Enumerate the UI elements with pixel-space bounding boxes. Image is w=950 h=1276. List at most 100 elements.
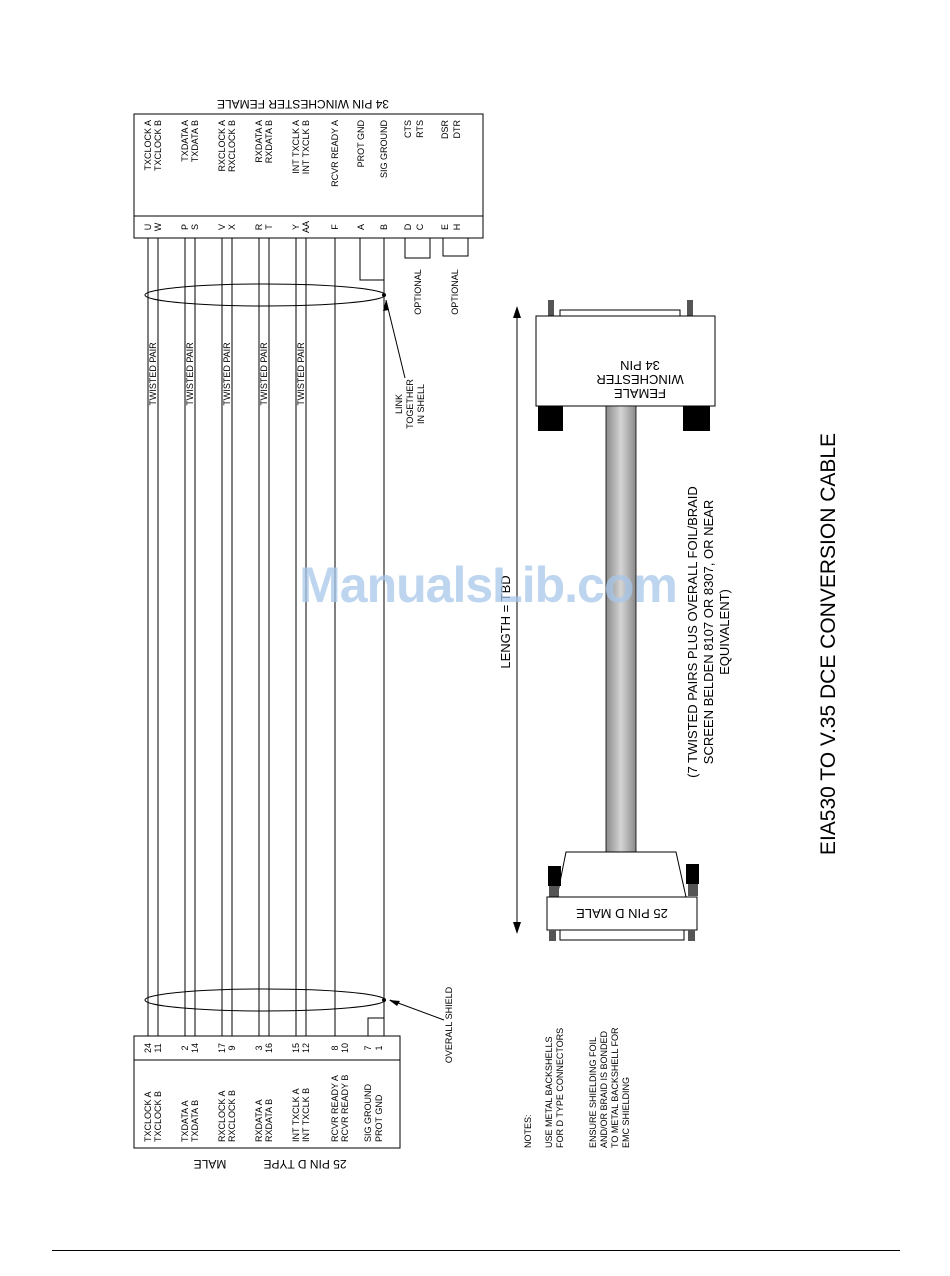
winchester-signal-label: INT TXCLK B xyxy=(301,120,311,174)
optional-label-2: OPTIONAL xyxy=(450,269,460,315)
dtype-signal-label: TXCLOCK B xyxy=(153,1091,163,1142)
svg-text:LINK: LINK xyxy=(394,394,404,414)
svg-text:EMC SHIELDING: EMC SHIELDING xyxy=(621,1077,631,1148)
winchester-title: 34 PIN WINCHESTER FEMALE xyxy=(217,97,389,111)
dtype-signal-label: RXCLOCK A xyxy=(217,1090,227,1142)
dtype-signal-label: INT TXCLK A xyxy=(291,1088,301,1142)
winchester-signal-label: CTS xyxy=(403,120,413,138)
svg-text:AND/OR BRAID IS BONDED: AND/OR BRAID IS BONDED xyxy=(599,1030,609,1148)
dtype-pin-label: 24 xyxy=(143,1043,153,1053)
winchester-signal-label: TXDATA B xyxy=(190,120,200,162)
svg-text:34 PIN: 34 PIN xyxy=(620,358,660,373)
wires xyxy=(147,238,385,1036)
dtype-signal-label: TXDATA A xyxy=(180,1100,190,1142)
dtype-title-male: MALE xyxy=(194,1157,227,1171)
shield-ellipse-bottom xyxy=(144,988,386,1012)
winchester-pin-label: E xyxy=(440,224,450,230)
winchester-signal-label: RXDATA A xyxy=(254,120,264,163)
dtype-pin-label: 1 xyxy=(374,1045,384,1050)
screw-icon xyxy=(548,866,561,886)
dtype-pin-label: 17 xyxy=(217,1043,227,1053)
winchester-pin-label: Y xyxy=(291,224,301,230)
link-together-note: LINK TOGETHER IN SHELL xyxy=(394,379,426,429)
svg-text:NOTES:: NOTES: xyxy=(523,1114,533,1148)
screw-icon xyxy=(686,864,699,884)
dtype-pin-label: 9 xyxy=(227,1045,237,1050)
winchester-signal-label: TXCLOCK B xyxy=(153,120,163,171)
dtype-pin-label: 14 xyxy=(190,1043,200,1053)
svg-text:SCREEN BELDEN 8107 OR 8307, OR: SCREEN BELDEN 8107 OR 8307, OR NEAR xyxy=(701,500,716,764)
winchester-pin-label: F xyxy=(330,224,340,230)
svg-text:IN SHELL: IN SHELL xyxy=(416,384,426,424)
winchester-signal-label: DSR xyxy=(440,120,450,140)
dtype-pin-box xyxy=(133,1035,401,1149)
twisted-pair-label: TWISTED PAIR xyxy=(259,342,269,406)
twisted-pair-label: TWISTED PAIR xyxy=(296,342,306,406)
footer-rule xyxy=(52,1250,900,1251)
dtype-pin-label: 16 xyxy=(264,1043,274,1053)
notes: NOTES: USE METAL BACKSHELLS FOR D TYPE C… xyxy=(523,1027,631,1148)
page-title: EIA530 TO V.35 DCE CONVERSION CABLE xyxy=(817,433,840,855)
dtype-pin-label: 11 xyxy=(153,1043,163,1052)
svg-text:FEMALE: FEMALE xyxy=(614,386,666,401)
svg-text:ENSURE SHIELDING FOIL: ENSURE SHIELDING FOIL xyxy=(588,1037,598,1148)
cable-spec: (7 TWISTED PAIRS PLUS OVERALL FOIL/BRAID… xyxy=(685,486,732,778)
screw-icon xyxy=(538,406,563,431)
winchester-pin-label: U xyxy=(143,224,153,231)
dtype-pin-label: 3 xyxy=(254,1045,264,1050)
dtype-signal-label: TXCLOCK A xyxy=(143,1091,153,1142)
svg-text:(7 TWISTED PAIRS PLUS OVERALL: (7 TWISTED PAIRS PLUS OVERALL FOIL/BRAID xyxy=(685,486,700,778)
winchester-signal-label: SIG GROUND xyxy=(379,120,389,179)
dtype-pin-label: 2 xyxy=(180,1045,190,1050)
twisted-pair-label: TWISTED PAIR xyxy=(185,342,195,406)
winchester-signal-label: RTS xyxy=(415,120,425,138)
dtype-signal-label: RXDATA A xyxy=(254,1099,264,1142)
winchester-pin-label: B xyxy=(379,224,389,230)
winchester-signal-label: TXDATA A xyxy=(180,120,190,162)
winchester-pin-label: H xyxy=(452,224,462,231)
svg-text:USE METAL BACKSHELLS: USE METAL BACKSHELLS xyxy=(544,1036,554,1148)
dtype-title: 25 PIN D TYPE xyxy=(263,1157,346,1171)
winchester-pin-label: T xyxy=(264,224,274,230)
optional-label-1: OPTIONAL xyxy=(413,269,423,315)
shield-ellipse-top xyxy=(144,283,386,307)
twisted-pair-label: TWISTED PAIR xyxy=(148,342,158,406)
winchester-pin-box xyxy=(133,113,484,239)
svg-text:TO METAL BACKSHELL FOR: TO METAL BACKSHELL FOR xyxy=(610,1027,620,1148)
dtype-signal-label: SIG GROUND xyxy=(363,1083,373,1142)
svg-text:EQUIVALENT): EQUIVALENT) xyxy=(717,589,732,675)
winchester-signal-label: PROT GND xyxy=(356,120,366,168)
dtype-pin-label: 15 xyxy=(291,1043,301,1053)
dtype-pin-label: 8 xyxy=(330,1045,340,1050)
dtype-signal-label: TXDATA B xyxy=(190,1100,200,1142)
winchester-pin-label: R xyxy=(254,223,264,230)
winchester-pin-label: D xyxy=(403,223,413,230)
watermark: ManualsLib.com xyxy=(299,557,678,613)
winchester-connector: 34 PIN WINCHESTER FEMALE xyxy=(535,300,716,431)
overall-shield-label: OVERALL SHIELD xyxy=(444,986,454,1063)
winchester-signal-label: RXCLOCK B xyxy=(227,120,237,172)
winchester-pin-label: AA xyxy=(301,221,311,233)
twisted-pair-label: TWISTED PAIR xyxy=(222,342,232,406)
dtype-pin-label: 10 xyxy=(340,1043,350,1053)
winchester-pin-label: V xyxy=(217,224,227,230)
winchester-signal-label: TXCLOCK A xyxy=(143,120,153,171)
cable-body xyxy=(605,405,637,853)
winchester-signal-label: RXCLOCK A xyxy=(217,120,227,172)
winchester-signal-label: RXDATA B xyxy=(264,120,274,163)
dtype-pin-label: 7 xyxy=(363,1045,373,1050)
svg-text:TOGETHER: TOGETHER xyxy=(405,379,415,429)
winchester-pin-label: A xyxy=(356,224,366,230)
winchester-pin-label: P xyxy=(180,224,190,230)
svg-text:FOR D TYPE CONNECTORS: FOR D TYPE CONNECTORS xyxy=(555,1028,565,1148)
dtype-signal-label: RXDATA B xyxy=(264,1099,274,1142)
screw-icon xyxy=(683,406,710,431)
winchester-pin-label: C xyxy=(415,223,425,230)
winchester-signal-label: RCVR READY A xyxy=(330,120,340,187)
winchester-signal-label: DTR xyxy=(452,120,462,139)
winchester-pin-label: X xyxy=(227,224,237,230)
winchester-signal-label: INT TXCLK A xyxy=(291,120,301,174)
winchester-pin-label: S xyxy=(190,224,200,230)
